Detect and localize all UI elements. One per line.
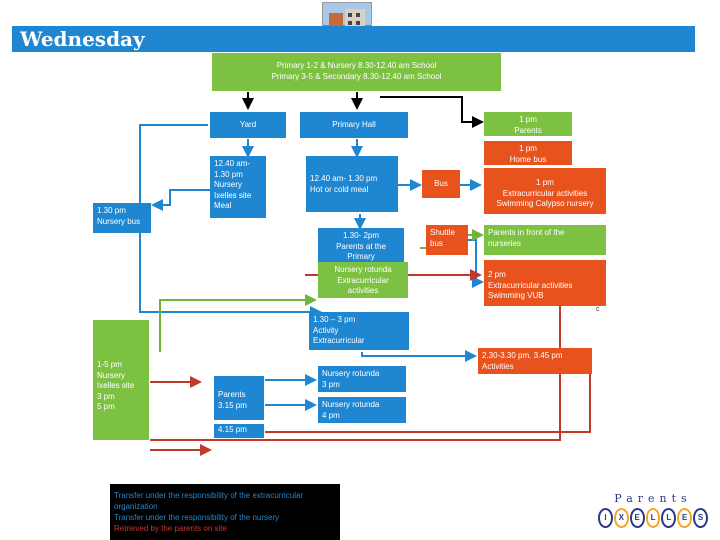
primary-hall-box: Primary Hall (300, 112, 408, 138)
nursery-rotunda-extra-box: Nursery rotunda Extracurricular activiti… (318, 262, 408, 298)
line-green-bottom (159, 294, 317, 352)
page-title: Wednesday (12, 26, 695, 52)
legend-line-2: organization (114, 502, 158, 511)
schools-box: Primary 1-2 & Nursery 8.30-12.40 am Scho… (212, 53, 501, 91)
logo-letter: E (677, 508, 693, 528)
home-bus-box: 1 pm Home bus (484, 141, 572, 165)
marker-c: c (596, 306, 600, 313)
logo-letter: I (598, 508, 613, 528)
shuttle-bus-box: Shuttle bus (426, 225, 468, 255)
parents-315-box: Parents 3.15 pm (214, 376, 264, 420)
parents-primary-hall-box: 1.30- 2pm Parents at the Primary Hall (318, 228, 404, 272)
logo-letter: E (629, 508, 645, 528)
calypso-box: 1 pm Extracurricular activities Swimming… (484, 168, 606, 214)
activity-extra-box: 1.30 – 3 pm Activity Extracurricular (309, 312, 409, 350)
nursery-ixelles-box: 1-5 pm Nursery Ixelles site 3 pm 5 pm (93, 320, 149, 440)
time-230-box: 2.30-3.30 pm. 3.45 pm Activities (478, 348, 592, 374)
vub-box: 2 pm Extracurricular activities Swimming… (484, 260, 606, 306)
logo-letter: L (661, 508, 677, 528)
arrow-to-parents-1pm (380, 96, 484, 128)
logo-parents-text: Parents (614, 492, 692, 505)
legend: Transfer under the responsibility of the… (110, 484, 340, 540)
line-red-bottom-2 (265, 356, 591, 433)
line-yard-left-activity (139, 124, 322, 318)
parents-front-nurseries-box: Parents in front of the nurseries (484, 225, 606, 255)
hot-cold-meal-box: 12.40 am- 1.30 pm Hot or cold meal (306, 156, 398, 212)
parents-1pm-box: 1 pm Parents (484, 112, 572, 136)
legend-line-4: Retrieved by the parents on site (114, 524, 227, 533)
time-415-box: 4.15 pm (214, 424, 264, 438)
logo-letter: S (693, 508, 709, 528)
line-activity-230 (361, 350, 477, 362)
line-meal-nurserybus (151, 189, 210, 211)
nursery-meal-box: 12.40 am- 1.30 pm Nursery Ixelles site M… (210, 156, 266, 218)
rotunda-4pm-box: Nursery rotunda 4 pm (318, 397, 406, 423)
logo-letter: X (613, 508, 629, 528)
logo-letter: L (645, 508, 661, 528)
nursery-bus-box: 1.30 pm Nursery bus (93, 203, 151, 233)
rotunda-3pm-box: Nursery rotunda 3 pm (318, 366, 406, 392)
yard-box: Yard (210, 112, 286, 138)
bus-box: Bus (422, 170, 460, 198)
logo: I X E L L E S (598, 508, 709, 530)
legend-line-1: Transfer under the responsibility of the… (114, 491, 304, 500)
legend-line-3: Transfer under the responsibility of the… (114, 513, 280, 522)
